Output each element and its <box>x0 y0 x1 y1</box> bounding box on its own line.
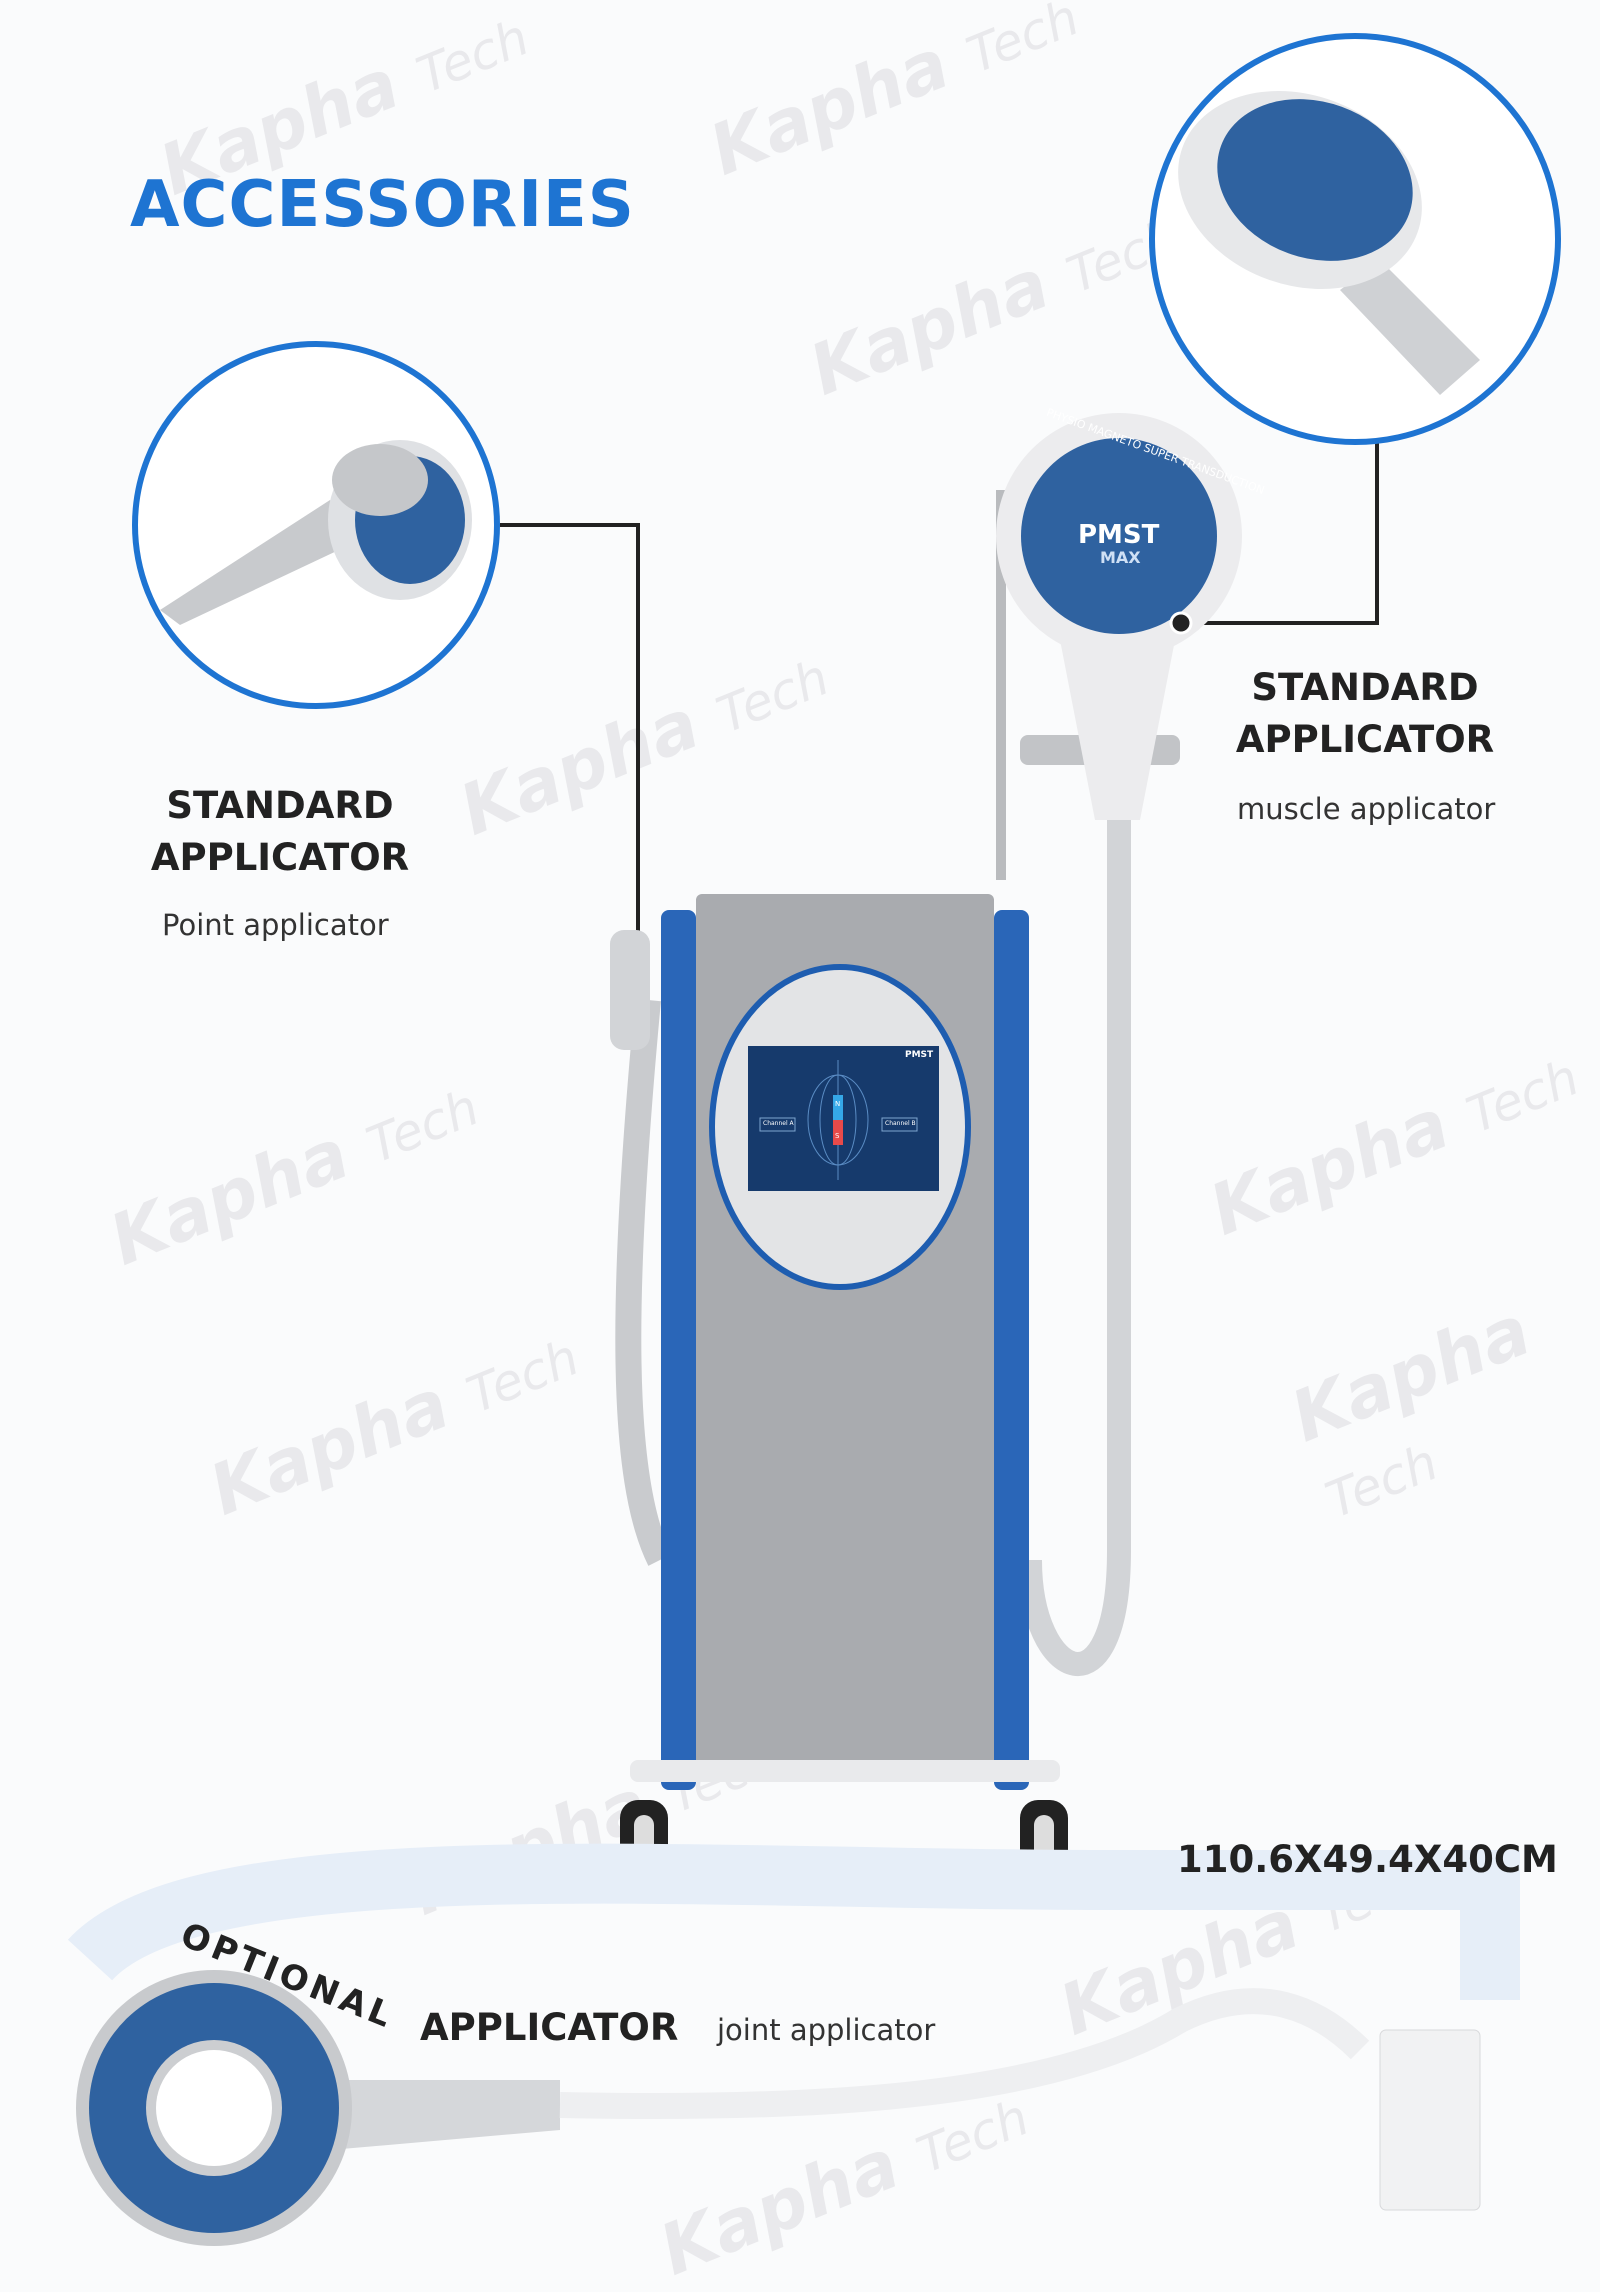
screen-south: S <box>835 1132 840 1140</box>
right-applicator-label: STANDARD APPLICATOR <box>1225 662 1505 766</box>
screen-channel-a[interactable]: Channel A <box>763 1120 794 1127</box>
right-applicator-title-1: STANDARD <box>1251 666 1479 709</box>
applicator-model: MAX <box>1100 548 1141 567</box>
applicator-arm <box>996 490 1006 880</box>
muscle-applicator-head <box>996 413 1242 820</box>
left-applicator-subtitle: Point applicator <box>162 908 389 942</box>
applicator-brand: PMST <box>1078 520 1160 550</box>
optional-applicator-title: APPLICATOR <box>420 2006 679 2049</box>
left-applicator-label: STANDARD APPLICATOR <box>140 780 420 884</box>
leader-line-left <box>500 523 640 949</box>
left-applicator-title-1: STANDARD <box>166 784 394 827</box>
left-applicator-title-2: APPLICATOR <box>150 836 410 879</box>
right-applicator-subtitle: muscle applicator <box>1237 792 1496 826</box>
machine-body <box>610 894 1068 1890</box>
screen-north: N <box>835 1100 841 1108</box>
joint-applicator <box>76 1970 1481 2246</box>
right-applicator-title-2: APPLICATOR <box>1235 718 1495 761</box>
point-applicator-closeup <box>132 341 500 709</box>
optional-applicator-subtitle: joint applicator <box>717 2013 936 2047</box>
screen-channel-b[interactable]: Channel B <box>885 1120 916 1127</box>
leader-line-right <box>1181 442 1379 625</box>
page-title: ACCESSORIES <box>130 168 635 242</box>
muscle-applicator-closeup <box>1149 33 1561 445</box>
dimensions: 110.6X49.4X40CM <box>1177 1838 1558 1881</box>
screen-brand: PMST <box>905 1050 934 1060</box>
